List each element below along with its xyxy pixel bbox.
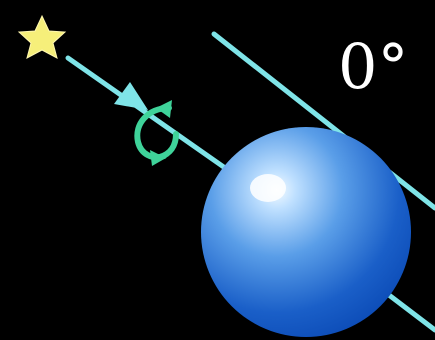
angle-label: 0°	[338, 30, 408, 103]
sphere	[201, 127, 411, 337]
